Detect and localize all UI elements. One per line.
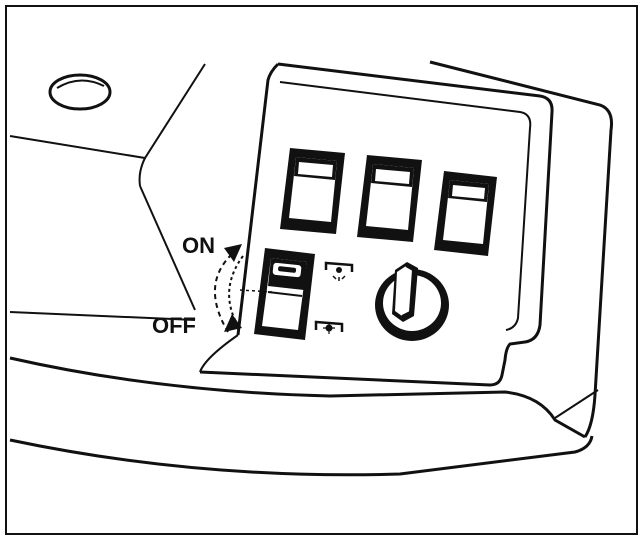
light-icon	[324, 261, 354, 281]
hood-side	[139, 185, 196, 311]
panel-inner-lip	[279, 81, 532, 331]
hood-fold	[138, 157, 146, 187]
panel-corner	[199, 334, 239, 373]
on-off-arrows	[214, 244, 273, 333]
rocker-switch-2[interactable]	[357, 155, 422, 242]
rocker-switch-3[interactable]	[434, 171, 497, 256]
console-outer-right	[429, 60, 613, 438]
light-toggle-switch[interactable]	[254, 248, 315, 340]
on-label: ON	[182, 233, 215, 258]
rocker-switch-1[interactable]	[280, 148, 345, 234]
knob-icon[interactable]	[375, 262, 449, 341]
console-right-return	[554, 389, 599, 419]
panel-left-edge	[236, 62, 280, 336]
console-base	[9, 435, 594, 477]
vent-hole-rim	[56, 79, 105, 89]
light-icon	[314, 320, 344, 334]
hood-lower-edge	[9, 311, 196, 321]
inner-panel-outline	[199, 62, 554, 387]
console-outer-lower	[9, 356, 586, 439]
off-label: OFF	[152, 313, 196, 338]
